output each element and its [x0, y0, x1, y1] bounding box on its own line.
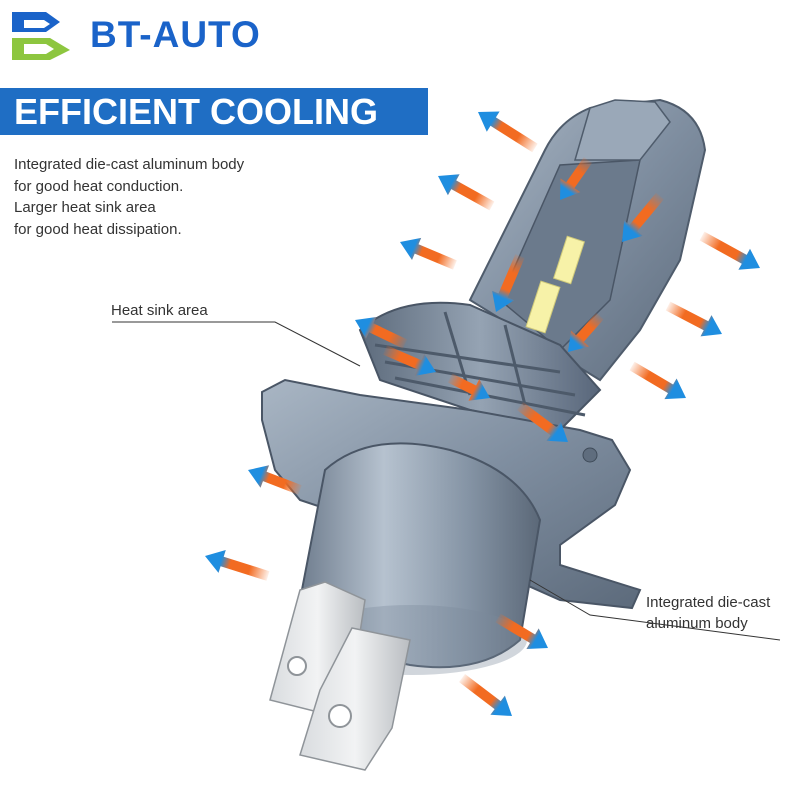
heat-arrow-icon [383, 345, 436, 376]
heat-arrow-icon [355, 317, 408, 349]
heat-arrow-icon [248, 465, 302, 495]
heat-arrow-icon [400, 237, 457, 270]
heat-arrow-icon [560, 157, 593, 200]
callout-leader-lines [112, 321, 781, 641]
heat-sink-fins [358, 301, 602, 432]
feature-description: Integrated die-cast aluminum body for go… [14, 154, 244, 240]
heat-arrow-icon [492, 254, 525, 312]
heat-arrow-icon [629, 361, 686, 400]
heat-arrow-icon [205, 550, 270, 581]
banner-title: EFFICIENT COOLING [14, 91, 378, 132]
heat-arrow-icon [568, 312, 604, 352]
body-callout-line-2: aluminum body [646, 615, 748, 632]
heat-arrow-icon [495, 613, 548, 649]
heat-arrow-icon [438, 174, 495, 211]
description-line: Larger heat sink area [14, 199, 156, 216]
bt-monogram-logo [12, 12, 70, 60]
title-banner: EFFICIENT COOLING [0, 88, 428, 135]
heat-arrow-icon [622, 192, 664, 242]
heat-arrow-icon [517, 402, 568, 442]
description-line: Integrated die-cast aluminum body [14, 156, 245, 173]
heat-arrow-icon [699, 231, 760, 270]
heat-arrow-icon [447, 373, 490, 401]
heat-sink-callout: Heat sink area [111, 302, 208, 319]
description-line: for good heat conduction. [14, 177, 184, 195]
brand-name: BT-AUTO [90, 14, 261, 55]
body-callout-line-1: Integrated die-cast [646, 594, 771, 611]
connector-pins [269, 581, 411, 771]
heat-arrow-icon [459, 674, 512, 716]
heat-flow-arrows [205, 111, 760, 716]
body-callout: Integrated die-cast aluminum body [646, 592, 770, 634]
heat-arrow-icon [665, 301, 722, 337]
heat-arrow-icon [478, 111, 538, 153]
led-chips [525, 235, 585, 334]
description-line: for good heat dissipation. [14, 220, 182, 238]
